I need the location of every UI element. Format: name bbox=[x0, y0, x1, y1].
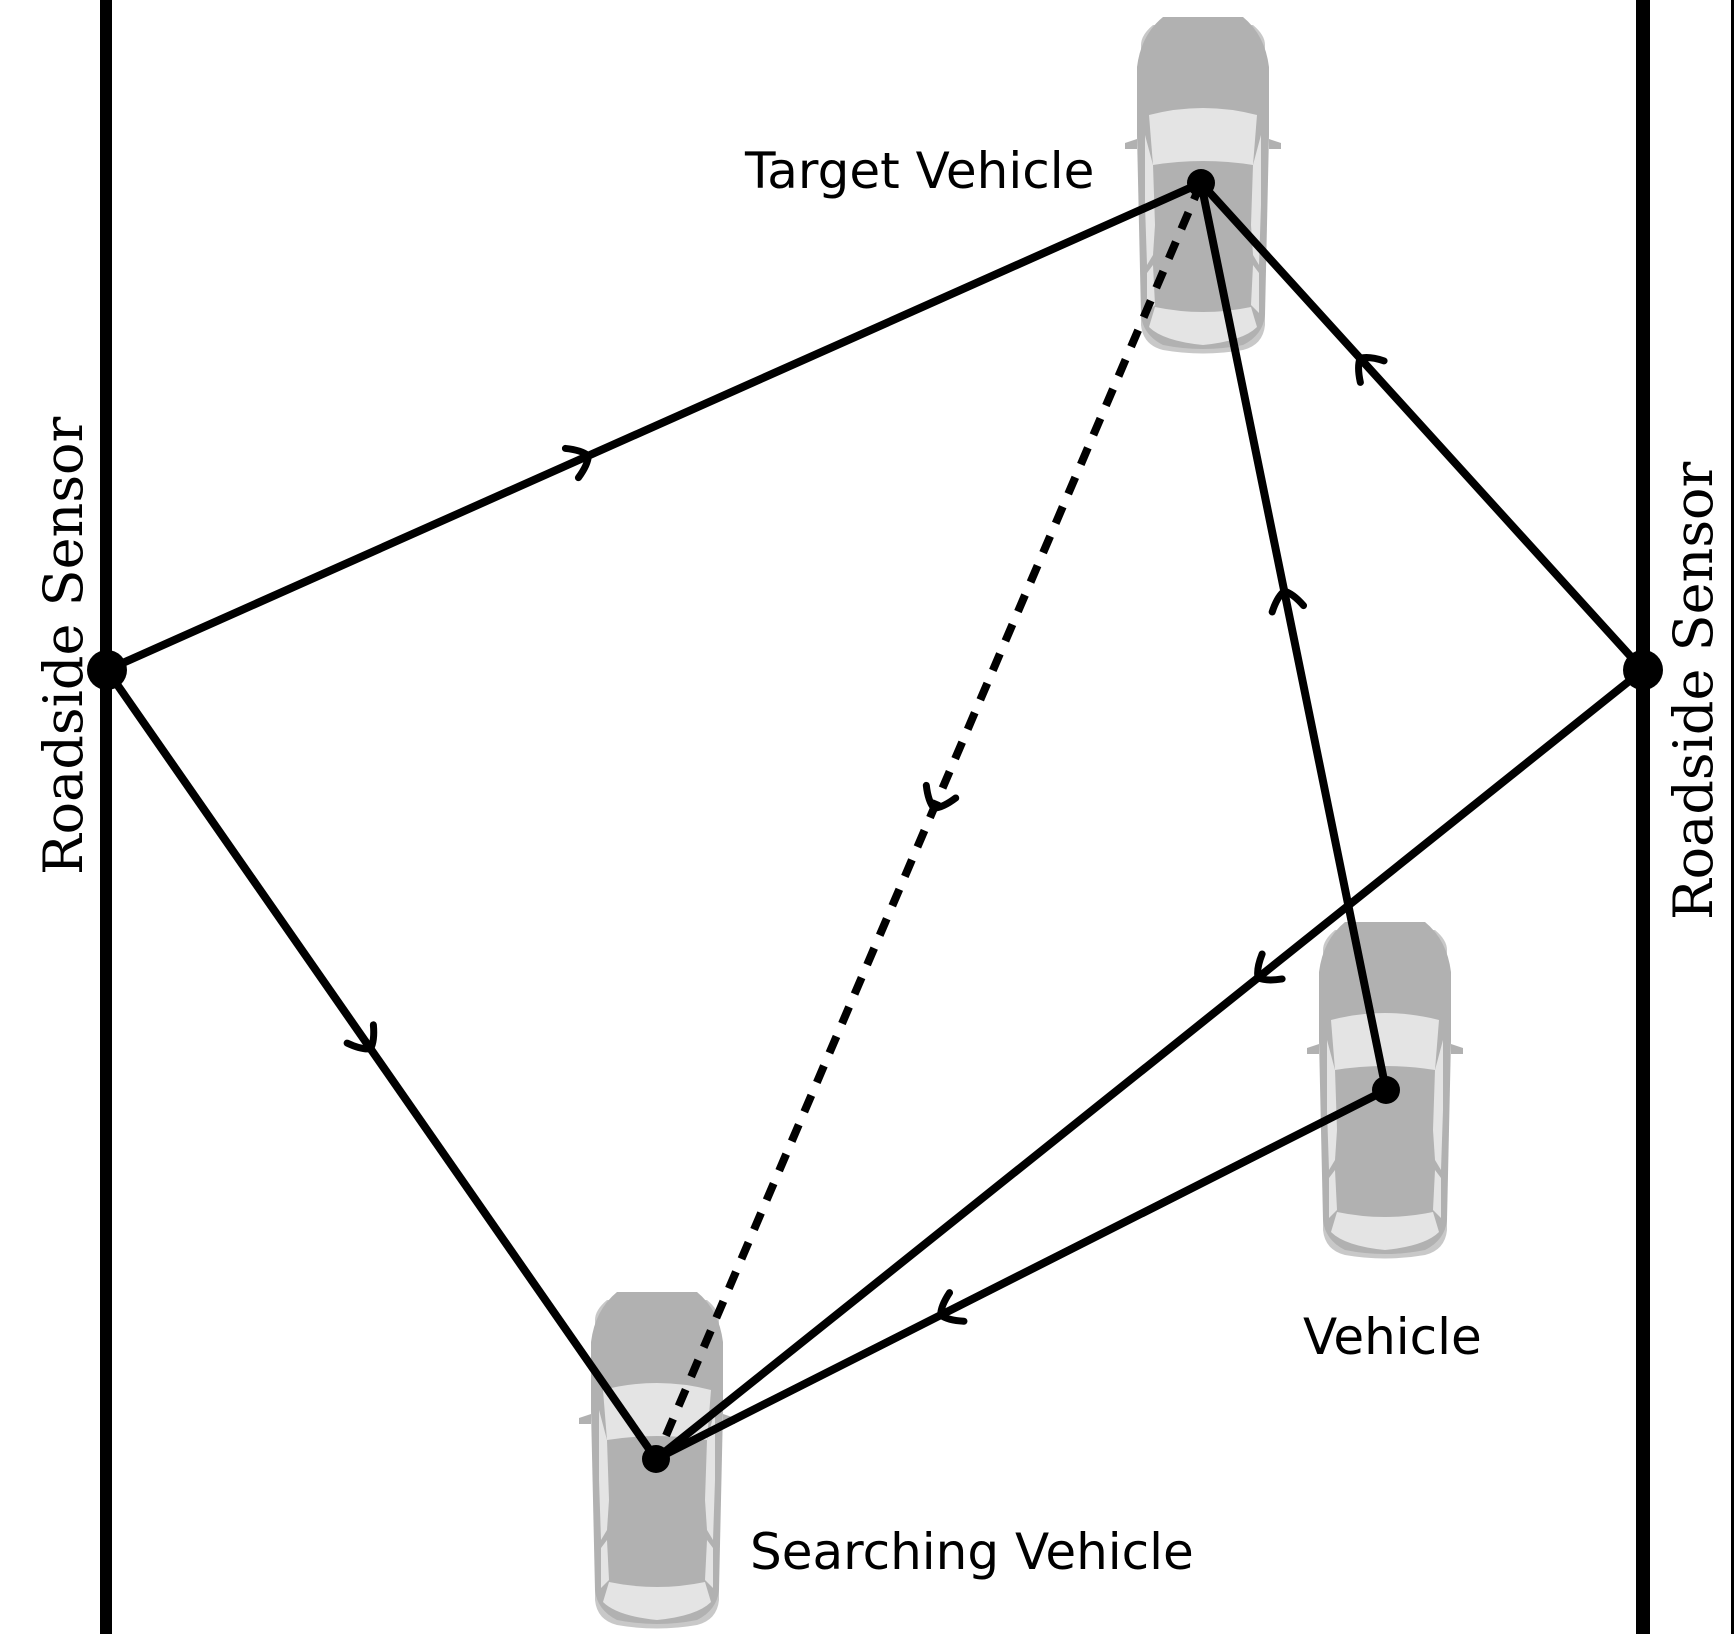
road-edge-left bbox=[100, 0, 112, 1634]
node-roadside-sensor-left bbox=[87, 650, 127, 690]
edge-sensor_left-to-target bbox=[105, 179, 1203, 674]
arrowhead-target-to-searching bbox=[922, 781, 960, 812]
label-target-vehicle: Target Vehicle bbox=[744, 142, 1094, 200]
edges-group bbox=[103, 179, 1646, 1463]
edge-relay-to-target bbox=[1197, 182, 1390, 1091]
arrowhead-sensor_left-to-searching bbox=[343, 1021, 378, 1053]
node-target-vehicle bbox=[1187, 169, 1215, 197]
road-edge-right bbox=[1636, 0, 1650, 1634]
label-roadside-sensor-left: Roadside Sensor bbox=[32, 416, 95, 875]
edge-sensor_right-to-target bbox=[1198, 180, 1646, 673]
edge-target-to-searching bbox=[652, 181, 1205, 1461]
node-searching-vehicle bbox=[642, 1445, 670, 1473]
label-roadside-sensor-right: Roadside Sensor bbox=[1662, 461, 1725, 920]
arrowhead-relay-to-target bbox=[1268, 587, 1308, 616]
arrowhead-sensor_left-to-target bbox=[561, 444, 592, 482]
arrowheads-group bbox=[343, 354, 1388, 1325]
edge-sensor_right-to-searching bbox=[653, 666, 1646, 1463]
node-vehicle bbox=[1372, 1076, 1400, 1104]
arrowhead-sensor_right-to-target bbox=[1355, 354, 1388, 386]
edge-relay-to-searching bbox=[654, 1086, 1388, 1463]
label-searching-vehicle: Searching Vehicle bbox=[750, 1523, 1194, 1581]
edge-sensor_left-to-searching bbox=[103, 667, 660, 1462]
arrowhead-relay-to-searching bbox=[937, 1289, 968, 1325]
label-vehicle: Vehicle bbox=[1303, 1308, 1482, 1366]
image-border-right bbox=[1731, 0, 1734, 1634]
arrowhead-sensor_right-to-searching bbox=[1254, 950, 1286, 984]
node-roadside-sensor-right bbox=[1623, 650, 1663, 690]
